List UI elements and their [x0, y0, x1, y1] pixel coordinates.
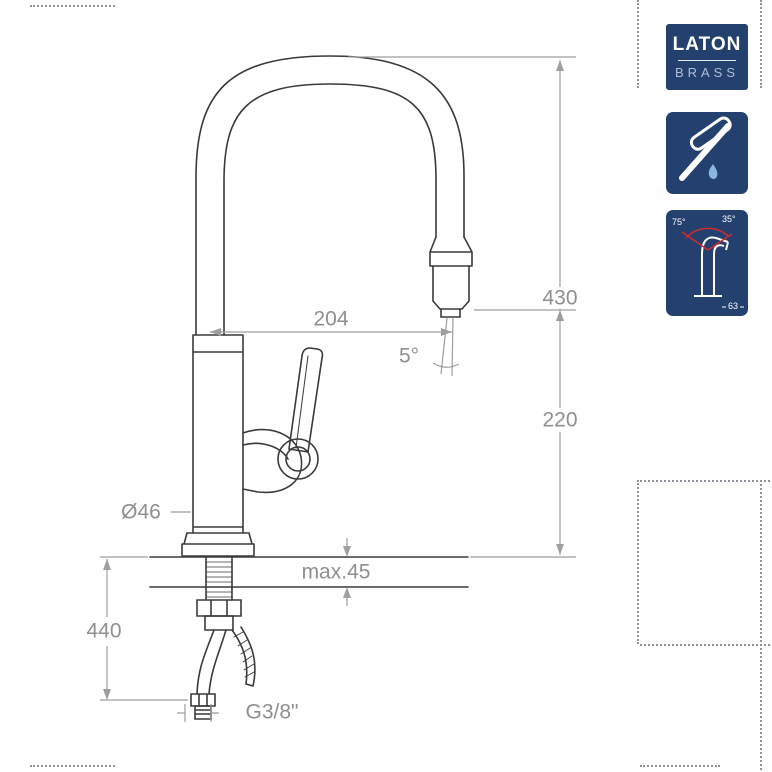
- dim-label-total-height: 430: [539, 287, 581, 309]
- easy-clean-badge: [666, 112, 748, 194]
- faucet-body: [181, 334, 255, 557]
- dim-label-max-deck: max.45: [298, 561, 374, 583]
- mini-faucet-diagram: [681, 227, 744, 308]
- brand-name-line2: BRASS: [674, 65, 740, 80]
- dotted-guide: [640, 644, 770, 646]
- pullout-spray-head: [429, 236, 473, 318]
- dotted-guide: [760, 0, 762, 88]
- dimension-lines: [100, 56, 576, 722]
- dim-label-outlet-angle: 5°: [398, 344, 420, 368]
- spout-arc: [195, 55, 465, 336]
- handle-lever: [242, 347, 324, 494]
- mini-depth-label: 63: [728, 301, 739, 311]
- dim-label-spout-height: 220: [539, 409, 581, 431]
- dotted-guide: [640, 480, 770, 482]
- angles-badge: [666, 210, 748, 316]
- dotted-guide: [637, 0, 639, 88]
- mini-angle-right-label: 35°: [722, 214, 736, 224]
- dimension-arrows: [103, 60, 564, 700]
- mounting-shank: [196, 556, 242, 631]
- angle-arcs: [681, 227, 733, 251]
- brand-name-line1: LATON: [672, 34, 742, 55]
- countertop-lines: [149, 556, 469, 588]
- dim-label-connection: G3/8": [245, 700, 299, 724]
- water-drop-icon: [708, 164, 718, 179]
- brand-divider: [678, 60, 736, 61]
- dotted-guide: [640, 765, 720, 767]
- dim-label-under-length: 440: [83, 620, 125, 642]
- brand-badge: LATON BRASS: [666, 24, 748, 90]
- supply-hoses: [190, 626, 256, 720]
- dotted-guide: [637, 480, 639, 644]
- dotted-guide: [760, 480, 762, 770]
- dim-label-reach: 204: [313, 307, 349, 331]
- dim-label-base-diameter: Ø46: [121, 500, 161, 524]
- mini-angle-left-label: 75°: [672, 217, 686, 227]
- squeegee-no-wipe-icon: [679, 116, 732, 181]
- dotted-guide: [30, 765, 115, 767]
- dotted-guide: [30, 5, 115, 7]
